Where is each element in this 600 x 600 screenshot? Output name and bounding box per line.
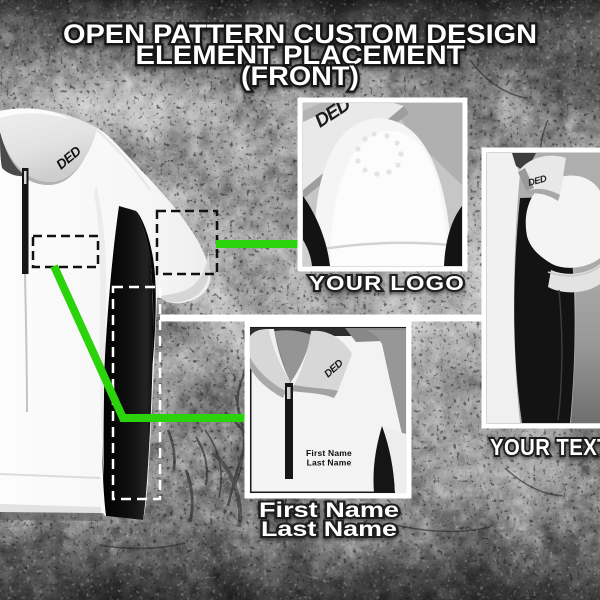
svg-text:Last Name: Last Name xyxy=(261,518,397,541)
svg-text:First Name: First Name xyxy=(259,499,399,522)
svg-text:Last Name: Last Name xyxy=(307,458,352,468)
svg-text:(FRONT): (FRONT) xyxy=(241,61,359,91)
svg-text:OPEN PATTERN CUSTOM DESIGN: OPEN PATTERN CUSTOM DESIGN xyxy=(63,19,537,49)
svg-text:DED: DED xyxy=(527,173,548,189)
svg-text:YOUR TEXT: YOUR TEXT xyxy=(490,434,600,460)
svg-text:First Name: First Name xyxy=(306,448,352,458)
svg-text:ELEMENT PLACEMENT: ELEMENT PLACEMENT xyxy=(136,40,466,70)
svg-text:YOUR LOGO: YOUR LOGO xyxy=(309,273,465,295)
